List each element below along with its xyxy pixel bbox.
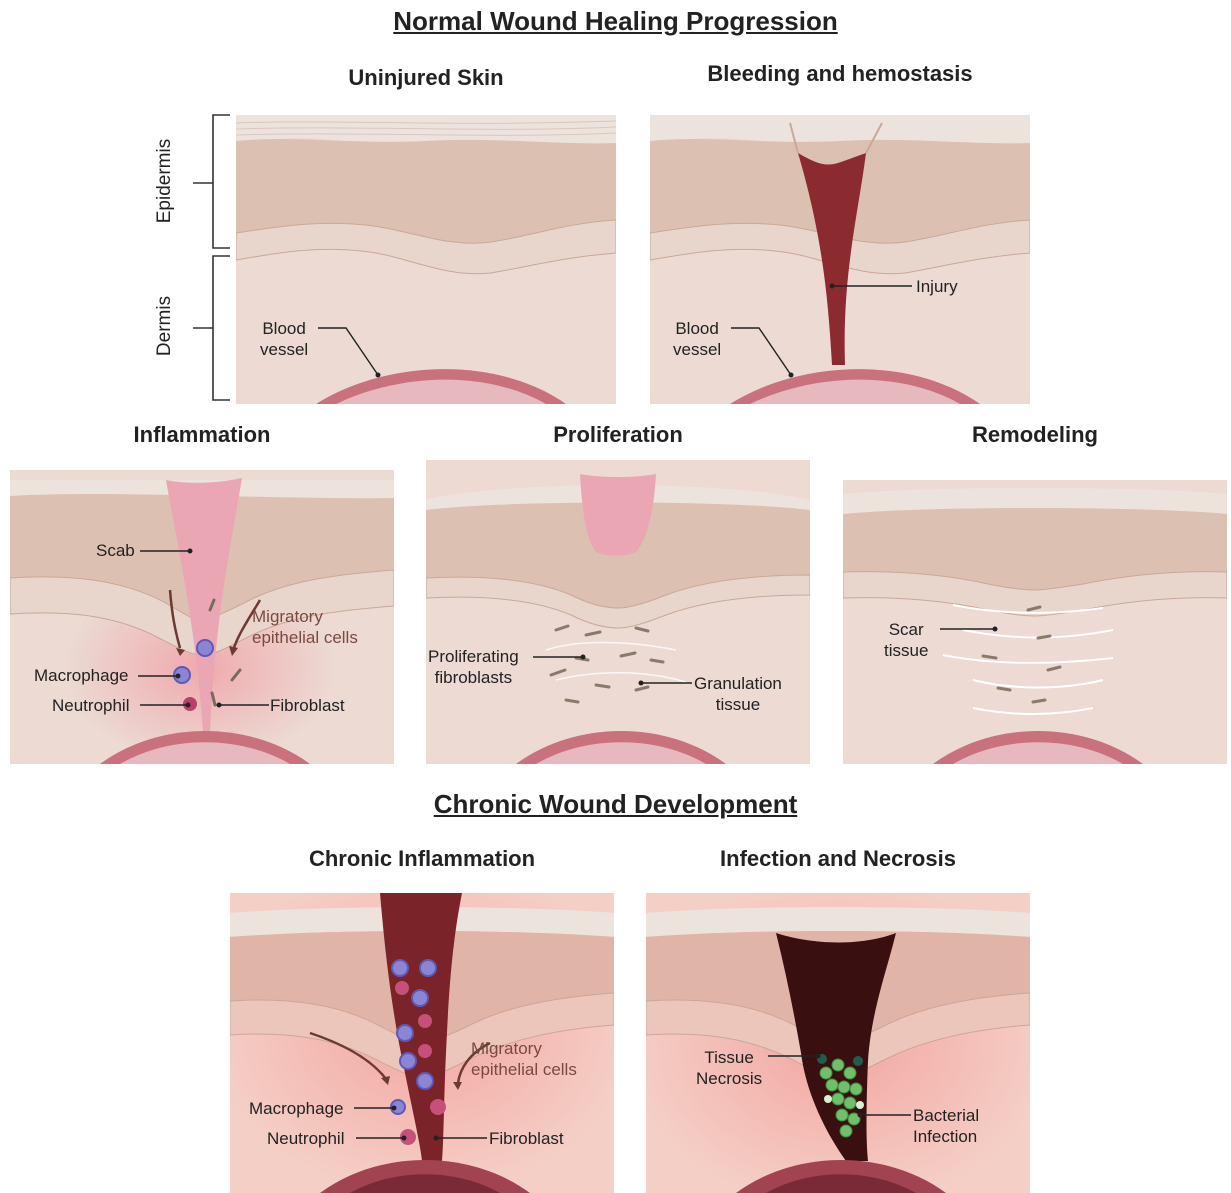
fibroblast-label-2: Fibroblast	[489, 1128, 564, 1149]
proliferation-panel	[426, 460, 810, 764]
panel-title-uninjured: Uninjured Skin	[236, 65, 616, 91]
panel-title-remodeling: Remodeling	[843, 422, 1227, 448]
macrophage-label-2: Macrophage	[249, 1098, 344, 1119]
panel-title-inflammation: Inflammation	[10, 422, 394, 448]
prolif-fibro-leader	[533, 651, 588, 663]
macrophage-label-1: Macrophage	[34, 665, 129, 686]
neutrophil-leader-2	[356, 1132, 408, 1144]
migratory-label-2: Migratory epithelial cells	[471, 1038, 577, 1080]
neutrophil-leader-1	[140, 699, 192, 711]
tissue-necrosis-label: Tissue Necrosis	[696, 1047, 762, 1089]
panel-title-proliferation: Proliferation	[426, 422, 810, 448]
granulation-tissue-label: Granulation tissue	[694, 673, 782, 715]
dermis-label: Dermis	[154, 281, 176, 371]
layer-bracket	[185, 110, 235, 410]
migratory-label-1: Migratory epithelial cells	[252, 606, 358, 648]
panel-title-chronic-inflammation: Chronic Inflammation	[230, 846, 614, 872]
bacterial-leader	[856, 1109, 913, 1121]
fibroblast-leader-2	[432, 1132, 489, 1144]
neutrophil-label-2: Neutrophil	[267, 1128, 345, 1149]
blood-vessel-leader-1	[316, 320, 386, 382]
macrophage-leader-2	[354, 1102, 399, 1114]
scab-label: Scab	[96, 540, 135, 561]
fibroblast-label-1: Fibroblast	[270, 695, 345, 716]
neutrophil-label-1: Neutrophil	[52, 695, 130, 716]
epidermis-label: Epidermis	[154, 136, 176, 226]
bacterial-infection-label: Bacterial Infection	[913, 1105, 979, 1147]
scar-tissue-label: Scar tissue	[884, 619, 928, 661]
normal-healing-title: Normal Wound Healing Progression	[0, 6, 1231, 37]
bleeding-panel	[650, 115, 1030, 404]
chronic-wound-title: Chronic Wound Development	[0, 789, 1231, 820]
fibroblast-leader-1	[215, 699, 270, 711]
panel-title-infection: Infection and Necrosis	[646, 846, 1030, 872]
granulation-leader	[637, 677, 694, 689]
blood-vessel-label-2: Blood vessel	[673, 318, 721, 360]
blood-vessel-label-1: Blood vessel	[260, 318, 308, 360]
necrosis-leader	[768, 1050, 828, 1062]
injury-label: Injury	[916, 276, 958, 297]
uninjured-skin-panel	[236, 115, 616, 404]
injury-leader	[828, 280, 913, 292]
proliferating-fibroblasts-label: Proliferating fibroblasts	[428, 646, 519, 688]
scar-leader	[940, 623, 1000, 635]
scab-leader	[140, 545, 195, 557]
infection-necrosis-panel	[646, 893, 1030, 1193]
blood-vessel-leader-2	[729, 320, 799, 382]
panel-title-bleeding: Bleeding and hemostasis	[650, 61, 1030, 87]
macrophage-leader-1	[138, 670, 183, 682]
